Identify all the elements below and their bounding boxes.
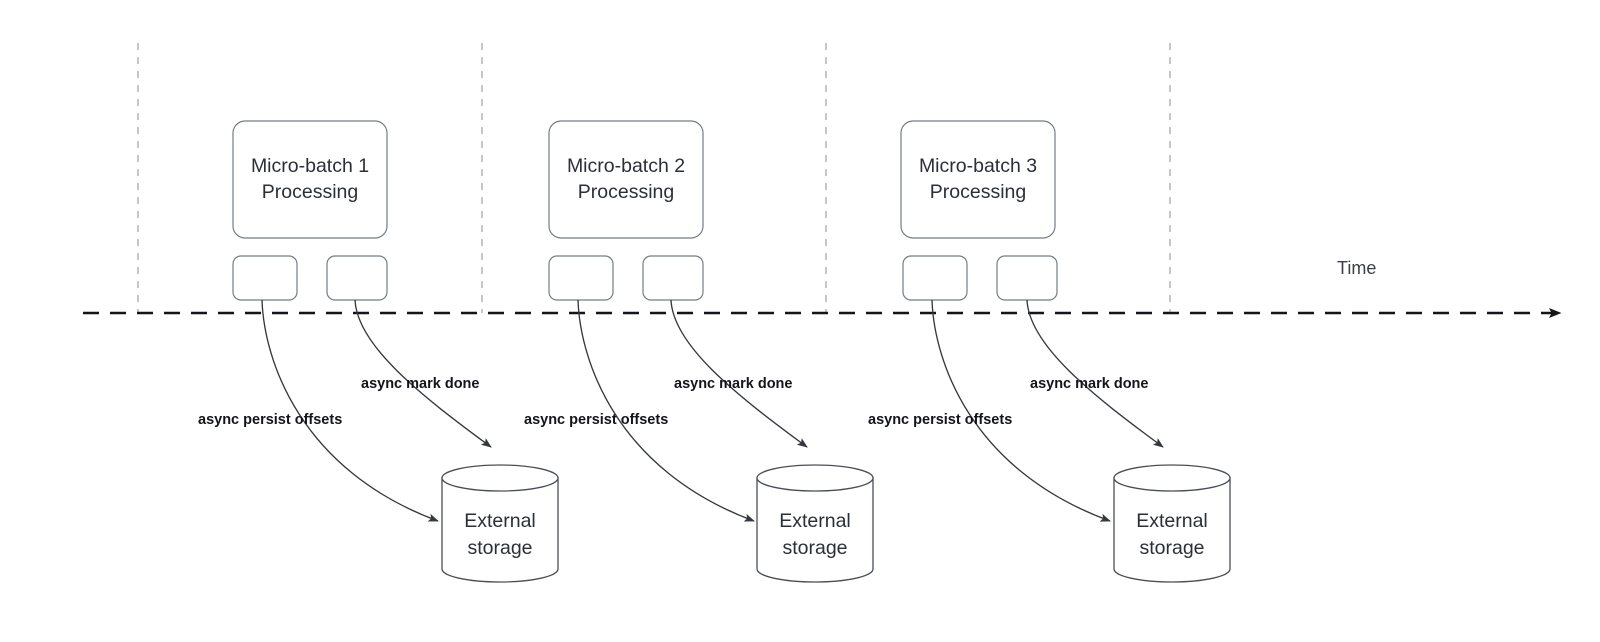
microbatch-label-1-line2: Processing [262, 181, 358, 203]
edge-mark-done-3 [1026, 299, 1164, 448]
edge-label-persist-offsets-3: async persist offsets [868, 412, 1012, 428]
microbatch-box-3[interactable] [900, 120, 1056, 239]
edge-mark-done-2 [670, 299, 808, 448]
external-storage-label-2-line1: External [779, 510, 851, 532]
external-storage-label-2-line2: storage [782, 537, 847, 559]
edge-label-mark-done-2: async mark done [674, 376, 792, 392]
edge-persist-offsets-2 [577, 299, 755, 522]
task-box-3-left[interactable] [902, 255, 968, 301]
task-box-2-right[interactable] [642, 255, 704, 301]
task-box-1-left[interactable] [232, 255, 298, 301]
microbatch-label-2-line2: Processing [578, 181, 674, 203]
external-storage-label-3-line2: storage [1139, 537, 1204, 559]
microbatch-label-1-line1: Micro-batch 1 [251, 155, 369, 177]
time-axis-label: Time [1337, 258, 1376, 278]
microbatch-label-2-line1: Micro-batch 2 [567, 155, 685, 177]
microbatch-box-2[interactable] [548, 120, 704, 239]
task-box-1-right[interactable] [326, 255, 388, 301]
edge-persist-offsets-1 [261, 299, 439, 522]
external-storage-label-1-line2: storage [467, 537, 532, 559]
external-storage-label-1-line1: External [464, 510, 536, 532]
task-box-3-right[interactable] [996, 255, 1058, 301]
external-storage-label-3-line1: External [1136, 510, 1208, 532]
microbatch-group-1: Micro-batch 1 Processing async persist o… [198, 120, 559, 583]
divider-lines [137, 43, 1171, 313]
edge-label-persist-offsets-1: async persist offsets [198, 412, 342, 428]
edge-persist-offsets-3 [931, 299, 1111, 522]
microbatch-group-3: Micro-batch 3 Processing async persist o… [868, 120, 1231, 583]
microbatch-label-3-line1: Micro-batch 3 [919, 155, 1037, 177]
external-storage-cylinder-2[interactable] [756, 464, 874, 583]
microbatch-box-1[interactable] [232, 120, 388, 239]
edge-label-mark-done-3: async mark done [1030, 376, 1148, 392]
microbatch-label-3-line2: Processing [930, 181, 1026, 203]
edge-mark-done-1 [354, 299, 492, 448]
microbatch-group-2: Micro-batch 2 Processing async persist o… [524, 120, 874, 583]
edge-label-mark-done-1: async mark done [361, 376, 479, 392]
edge-label-persist-offsets-2: async persist offsets [524, 412, 668, 428]
task-box-2-left[interactable] [548, 255, 614, 301]
external-storage-cylinder-3[interactable] [1113, 464, 1231, 583]
external-storage-cylinder-1[interactable] [441, 464, 559, 583]
